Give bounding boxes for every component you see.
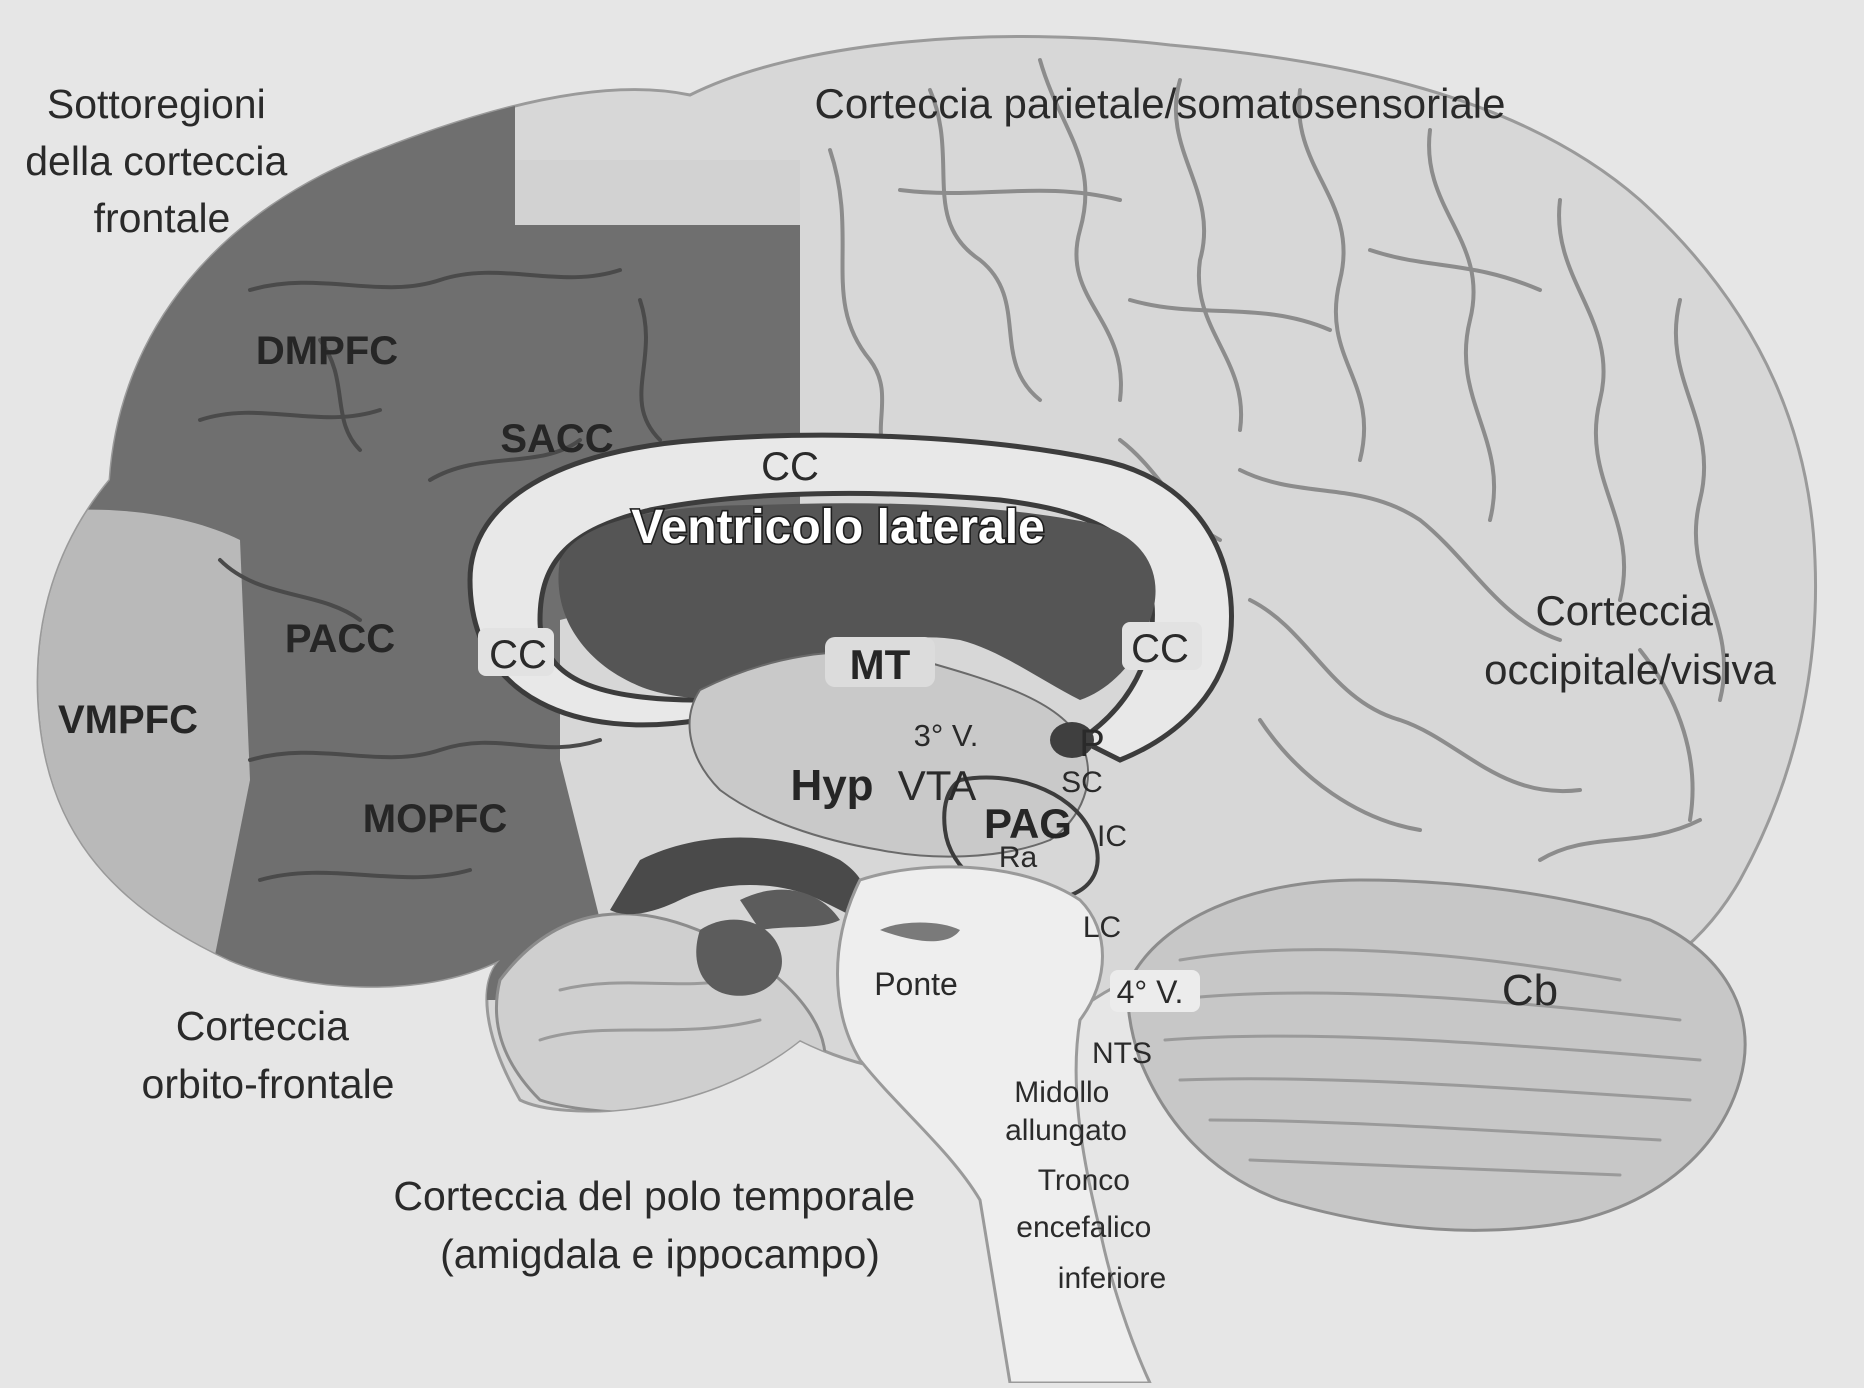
label-medulla-line1: Midollo bbox=[1014, 1076, 1109, 1109]
label-orbitofrontal-line1: Corteccia bbox=[176, 1003, 349, 1049]
label-cc-front: CC bbox=[489, 633, 547, 677]
label-lateral-ventricle: Ventricolo laterale bbox=[631, 501, 1045, 554]
label-pineal: P bbox=[1079, 723, 1104, 765]
label-pons: Ponte bbox=[874, 966, 958, 1002]
label-dmpfc: DMPFC bbox=[256, 329, 398, 373]
label-ra: Ra bbox=[999, 841, 1038, 874]
label-sacc: SACC bbox=[500, 417, 613, 461]
label-cc-top: CC bbox=[761, 445, 819, 489]
label-vmpfc: VMPFC bbox=[58, 698, 198, 742]
label-nts: NTS bbox=[1092, 1037, 1152, 1070]
label-lower-brainstem-line2: encefalico bbox=[1016, 1211, 1151, 1244]
label-pacc: PACC bbox=[285, 617, 395, 661]
label-lc: LC bbox=[1083, 911, 1121, 944]
label-cc-back: CC bbox=[1131, 627, 1189, 671]
label-occipital-line2: occipitale/visiva bbox=[1484, 646, 1776, 693]
label-fourth-ventricle: 4° V. bbox=[1117, 974, 1184, 1010]
label-ic: IC bbox=[1097, 820, 1127, 853]
label-sc: SC bbox=[1061, 766, 1103, 799]
label-frontal-subregions-line1: Sottoregioni bbox=[47, 81, 266, 127]
label-lower-brainstem-line1: Tronco bbox=[1038, 1164, 1130, 1197]
label-mopfc: MOPFC bbox=[363, 797, 507, 841]
label-third-ventricle: 3° V. bbox=[914, 718, 979, 753]
label-vta: VTA bbox=[898, 762, 977, 809]
label-orbitofrontal-line2: orbito-frontale bbox=[142, 1061, 395, 1107]
label-lower-brainstem-line3: inferiore bbox=[1058, 1262, 1166, 1295]
label-temporal-pole-line1: Corteccia del polo temporale bbox=[393, 1173, 915, 1219]
label-frontal-subregions-line2: della corteccia bbox=[25, 138, 287, 184]
label-occipital-line1: Corteccia bbox=[1535, 587, 1713, 634]
label-pag: PAG bbox=[984, 800, 1072, 847]
label-mt: MT bbox=[850, 641, 911, 688]
label-hyp: Hyp bbox=[790, 761, 873, 810]
frontal-top-light bbox=[515, 160, 800, 225]
label-medulla-line2: allungato bbox=[1005, 1114, 1127, 1147]
label-temporal-pole-line2: (amigdala e ippocampo) bbox=[440, 1231, 880, 1277]
label-parietal: Corteccia parietale/somatosensoriale bbox=[814, 80, 1505, 127]
label-frontal-subregions-line3: frontale bbox=[94, 195, 231, 241]
label-cerebellum: Cb bbox=[1502, 966, 1558, 1015]
